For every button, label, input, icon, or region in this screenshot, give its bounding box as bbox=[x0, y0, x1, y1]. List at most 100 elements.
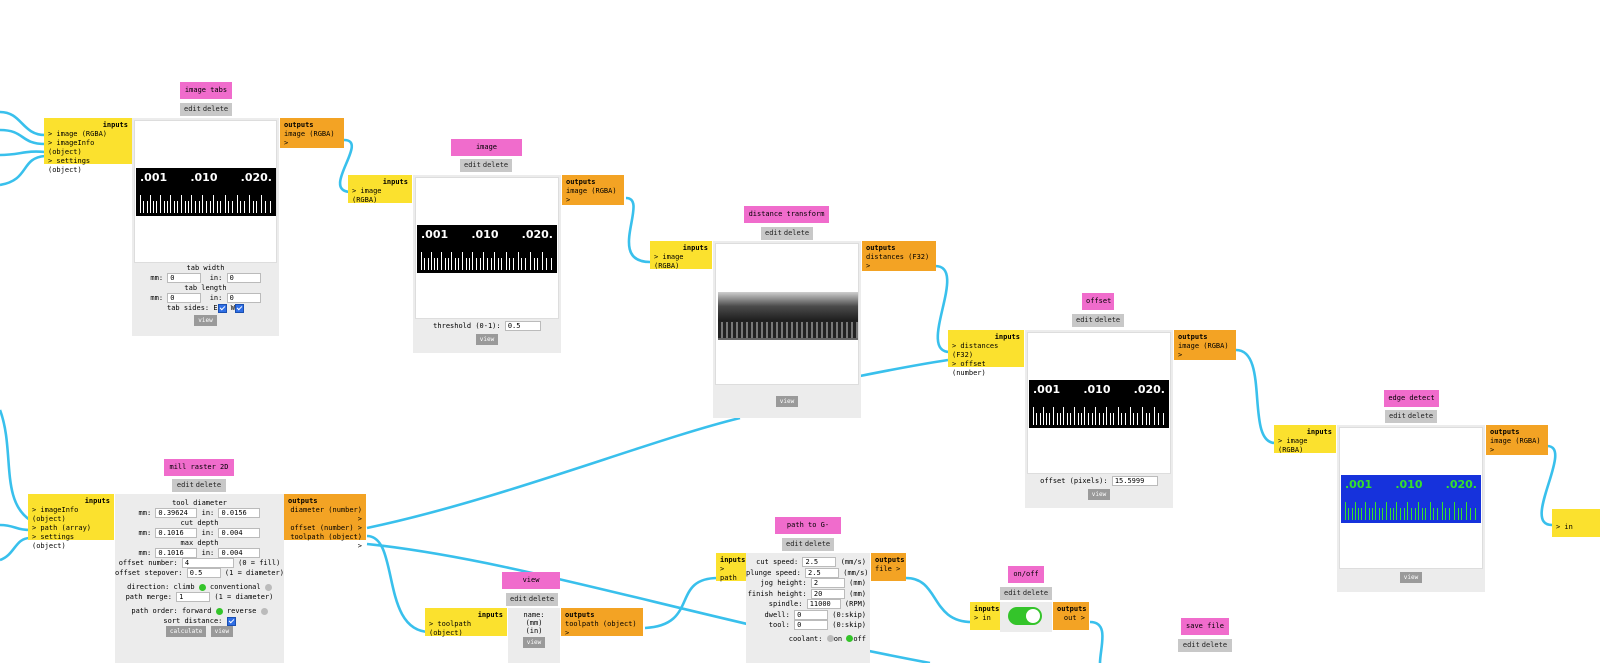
dwell-input[interactable]: 0 bbox=[794, 609, 829, 620]
tool-diameter-in-input[interactable]: 0.0156 bbox=[218, 508, 261, 518]
node-title-image-threshold[interactable]: image threshold bbox=[451, 139, 522, 168]
edit-button[interactable]: edit bbox=[184, 105, 201, 113]
delete-button[interactable]: delete bbox=[195, 481, 222, 489]
view-button[interactable]: view bbox=[522, 637, 546, 648]
edit-button[interactable]: edit bbox=[176, 481, 194, 489]
input-port[interactable]: > image (RGBA) bbox=[654, 253, 684, 270]
offset-stepover-input[interactable]: 0.5 bbox=[186, 568, 221, 578]
output-port[interactable]: toolpath (object) > bbox=[565, 620, 637, 637]
delete-button[interactable]: delete bbox=[1201, 641, 1228, 649]
spindle-input[interactable]: 11000 bbox=[806, 599, 841, 609]
tool-input[interactable]: 0 bbox=[794, 620, 829, 630]
max-depth-label: max depth bbox=[180, 539, 219, 547]
input-port[interactable]: > settings (object) bbox=[32, 533, 75, 550]
cut-depth-mm-input[interactable]: 0.1016 bbox=[155, 528, 198, 538]
delete-button[interactable]: delete bbox=[1407, 412, 1434, 420]
tab-length-mm-input[interactable]: 0 bbox=[167, 293, 202, 303]
finish-height-input[interactable]: 20 bbox=[810, 588, 845, 599]
offset-number-input[interactable]: 4 bbox=[181, 558, 234, 568]
edit-button[interactable]: edit bbox=[765, 229, 782, 237]
delete-button[interactable]: delete bbox=[202, 105, 229, 113]
edit-button[interactable]: edit bbox=[464, 161, 481, 169]
input-port[interactable]: > image (RGBA) bbox=[352, 187, 382, 204]
path-merge-input[interactable]: 1 bbox=[176, 592, 211, 602]
input-port[interactable]: > toolpath (object) bbox=[429, 620, 472, 637]
view-button[interactable]: view bbox=[210, 626, 234, 637]
view-button[interactable]: view bbox=[194, 315, 217, 326]
tool-diameter-mm-input[interactable]: 0.39624 bbox=[155, 508, 198, 518]
edit-button[interactable]: edit bbox=[1004, 589, 1021, 597]
node-title-save-file[interactable]: save file bbox=[1181, 618, 1229, 635]
conventional-radio[interactable] bbox=[264, 583, 272, 591]
node-title-image-tabs[interactable]: image tabs bbox=[180, 82, 232, 99]
edit-button[interactable]: edit bbox=[1076, 316, 1093, 324]
jog-height-input[interactable]: 2 bbox=[810, 578, 845, 588]
tab-width-mm-input[interactable]: 0 bbox=[167, 273, 202, 283]
delete-button[interactable]: delete bbox=[1022, 589, 1049, 597]
input-port[interactable]: > image (RGBA) bbox=[1278, 437, 1308, 454]
edit-button[interactable]: edit bbox=[510, 595, 527, 603]
delete-button[interactable]: delete bbox=[804, 540, 831, 548]
threshold-input[interactable]: 0.5 bbox=[504, 321, 541, 331]
node-title-edge-detect[interactable]: edge detect bbox=[1384, 390, 1439, 407]
delete-button[interactable]: delete bbox=[482, 161, 509, 169]
input-port[interactable]: > imageInfo (object) bbox=[32, 506, 79, 523]
delete-button[interactable]: delete bbox=[1094, 316, 1121, 324]
coolant-on-radio[interactable] bbox=[826, 635, 834, 642]
output-port[interactable]: image (RGBA) > bbox=[284, 130, 335, 147]
cut-depth-in-input[interactable]: 0.004 bbox=[218, 528, 261, 538]
toggle-switch[interactable] bbox=[1008, 607, 1042, 625]
offset-input[interactable]: 15.5999 bbox=[1111, 476, 1158, 486]
tab-sides-w-checkbox[interactable] bbox=[235, 303, 244, 313]
node-title-distance-transform[interactable]: distance transform bbox=[744, 206, 829, 223]
reverse-radio[interactable] bbox=[260, 607, 268, 615]
input-port[interactable]: > distances (F32) bbox=[952, 342, 999, 359]
coolant-off-radio[interactable] bbox=[846, 635, 854, 642]
sort-distance-checkbox[interactable] bbox=[226, 616, 236, 626]
delete-button[interactable]: delete bbox=[783, 229, 810, 237]
output-port[interactable]: image (RGBA) > bbox=[566, 187, 617, 204]
output-port[interactable]: offset (number) > bbox=[290, 524, 362, 532]
input-port[interactable]: > in bbox=[1556, 523, 1573, 531]
delete-button[interactable]: delete bbox=[528, 595, 555, 603]
output-port[interactable]: out > bbox=[1063, 614, 1085, 622]
view-button[interactable]: view bbox=[1087, 489, 1111, 500]
output-port[interactable]: distances (F32) > bbox=[866, 253, 930, 270]
output-port[interactable]: diameter (number) > bbox=[290, 506, 362, 523]
input-port[interactable]: > image (RGBA) bbox=[48, 130, 108, 138]
node-title-view-toolpath[interactable]: view toolpath bbox=[502, 572, 560, 601]
view-button[interactable]: view bbox=[775, 396, 799, 407]
node-title-path-to-gcode[interactable]: path to G-code bbox=[775, 517, 841, 546]
tab-width-in-input[interactable]: 0 bbox=[226, 273, 261, 283]
input-port[interactable]: > offset (number) bbox=[952, 360, 986, 377]
view-button[interactable]: view bbox=[1399, 572, 1423, 583]
edit-button[interactable]: edit bbox=[1389, 412, 1406, 420]
climb-radio[interactable] bbox=[198, 583, 206, 591]
preview-canvas: .001.010.020. bbox=[1339, 427, 1483, 569]
forward-radio[interactable] bbox=[215, 607, 223, 615]
tab-sides-e-checkbox[interactable] bbox=[217, 303, 227, 313]
max-depth-in-input[interactable]: 0.004 bbox=[218, 548, 261, 558]
edit-button[interactable]: edit bbox=[786, 540, 803, 548]
tab-length-in-input[interactable]: 0 bbox=[226, 293, 261, 303]
max-depth-mm-input[interactable]: 0.1016 bbox=[155, 548, 198, 558]
output-port[interactable]: image (RGBA) > bbox=[1178, 342, 1229, 359]
threshold-label: threshold (0-1): bbox=[433, 322, 501, 330]
node-title-offset[interactable]: offset bbox=[1082, 293, 1114, 310]
node-title-mill-raster-2d[interactable]: mill raster 2D bbox=[164, 459, 234, 476]
input-port[interactable]: > path bbox=[720, 565, 737, 582]
node-title-on-off[interactable]: on/off bbox=[1008, 566, 1044, 583]
output-port[interactable]: image (RGBA) > bbox=[1490, 437, 1541, 454]
input-port[interactable]: > path (array) bbox=[32, 524, 92, 532]
input-port[interactable]: > settings (object) bbox=[48, 157, 91, 174]
output-port[interactable]: toolpath (object) > bbox=[290, 533, 362, 550]
preview-image: .001.010.020. bbox=[136, 168, 276, 216]
view-button[interactable]: view bbox=[475, 334, 499, 345]
cut-speed-input[interactable]: 2.5 bbox=[802, 557, 837, 567]
calculate-button[interactable]: calculate bbox=[165, 626, 207, 637]
input-port[interactable]: > imageInfo (object) bbox=[48, 139, 95, 156]
output-port[interactable]: file > bbox=[875, 565, 901, 573]
edit-button[interactable]: edit bbox=[1182, 641, 1200, 649]
plunge-speed-input[interactable]: 2.5 bbox=[805, 567, 840, 578]
input-port[interactable]: > in bbox=[974, 614, 991, 622]
